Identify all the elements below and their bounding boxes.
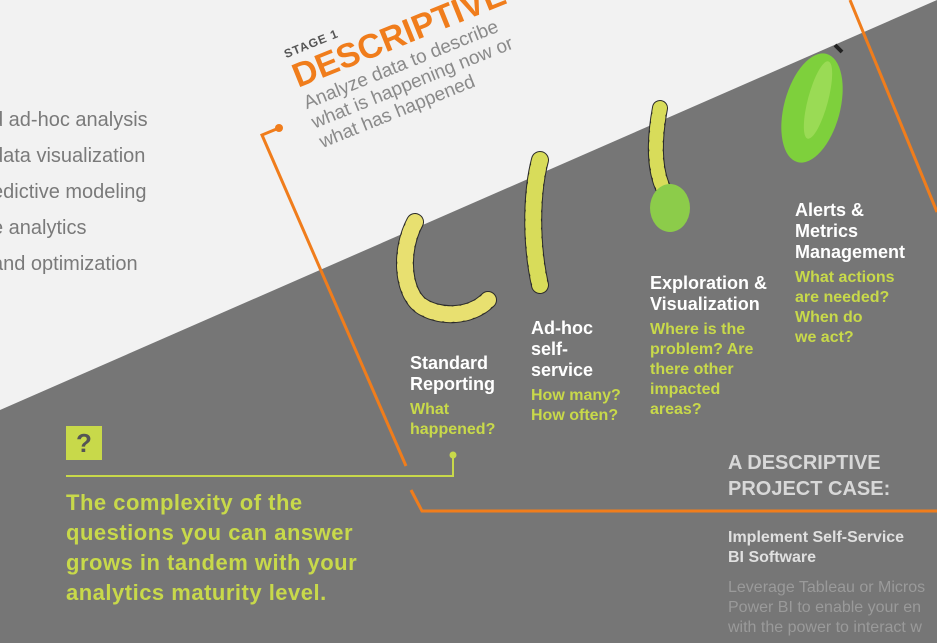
- chrysalis-stage-3-icon: [647, 100, 690, 232]
- case-subtitle-line: Implement Self-Service: [728, 529, 905, 546]
- column-title-line: Standard: [410, 353, 489, 373]
- column-title-line: Management: [795, 242, 906, 262]
- complexity-connector-dot: [449, 451, 457, 459]
- left-list-item: and optimization: [0, 253, 138, 275]
- complexity-line: questions you can answer: [66, 520, 354, 545]
- case-title-line: A DESCRIPTIVE: [728, 452, 881, 474]
- column-title: Ad-hoc self- service: [531, 318, 621, 381]
- column-alerts: Alerts & Metrics Management What actions…: [795, 200, 905, 348]
- case-body: Leverage Tableau or Micros Power BI to e…: [728, 578, 925, 638]
- complexity-line: analytics maturity level.: [66, 580, 327, 605]
- column-question: Where is the problem? Are there other im…: [650, 320, 767, 420]
- column-exploration: Exploration & Visualization Where is the…: [650, 273, 767, 420]
- column-title-line: Ad-hoc: [531, 318, 593, 338]
- case-title-line: PROJECT CASE:: [728, 478, 891, 500]
- chrysalis-stage-4-icon: [781, 43, 844, 163]
- column-question: How many? How often?: [531, 386, 621, 426]
- left-list-item: data visualization: [0, 145, 146, 167]
- column-question: What actions are needed? When do we act?: [795, 268, 905, 348]
- case-body-line: with the power to interact w: [728, 619, 922, 636]
- column-question-line: How often?: [531, 407, 619, 424]
- column-question: What happened?: [410, 400, 495, 440]
- left-list-item: d ad-hoc analysis: [0, 109, 148, 131]
- column-title-line: self-: [531, 339, 569, 359]
- column-question-line: are needed?: [795, 289, 890, 306]
- column-question-line: What: [410, 401, 450, 418]
- column-title-line: service: [531, 360, 594, 380]
- column-title: Standard Reporting: [410, 353, 495, 395]
- column-question-line: impacted: [650, 381, 721, 398]
- column-question-line: we act?: [795, 329, 854, 346]
- column-question-line: areas?: [650, 401, 702, 418]
- column-question-line: When do: [795, 309, 863, 326]
- stage-bracket-line: [260, 126, 408, 467]
- case-subtitle-line: BI Software: [728, 549, 817, 566]
- column-title-line: Exploration &: [650, 273, 768, 293]
- complexity-statement: The complexity of the questions you can …: [66, 488, 396, 608]
- column-title-line: Visualization: [650, 294, 760, 314]
- column-title-line: Metrics: [795, 221, 859, 241]
- stage-top-right-line: [848, 0, 937, 213]
- stage-bottom-line: [409, 489, 937, 513]
- question-icon: ?: [66, 426, 102, 460]
- case-title: A DESCRIPTIVE PROJECT CASE:: [728, 450, 890, 502]
- column-question-line: What actions: [795, 269, 895, 286]
- column-title: Exploration & Visualization: [650, 273, 767, 315]
- column-title: Alerts & Metrics Management: [795, 200, 905, 263]
- column-standard-reporting: Standard Reporting What happened?: [410, 353, 495, 440]
- case-body-line: Leverage Tableau or Micros: [728, 579, 926, 596]
- column-title-line: Alerts &: [795, 200, 865, 220]
- left-list-item: edictive modeling: [0, 181, 147, 203]
- complexity-line: The complexity of the: [66, 490, 303, 515]
- column-title-line: Reporting: [410, 374, 495, 394]
- chrysalis-stage-2-icon: [524, 151, 549, 294]
- column-question-line: How many?: [531, 387, 621, 404]
- column-question-line: problem? Are: [650, 341, 754, 358]
- column-question-line: there other: [650, 361, 734, 378]
- column-ad-hoc: Ad-hoc self- service How many? How often…: [531, 318, 621, 426]
- case-subtitle: Implement Self-Service BI Software: [728, 528, 904, 568]
- left-capability-list: d ad-hoc analysis data visualization edi…: [0, 102, 192, 282]
- complexity-connector: [66, 455, 454, 477]
- chrysalis-stage-1-icon: [396, 213, 497, 324]
- case-body-line: Power BI to enable your en: [728, 599, 922, 616]
- complexity-line: grows in tandem with your: [66, 550, 358, 575]
- stage-bracket-dot: [275, 124, 283, 132]
- column-question-line: Where is the: [650, 321, 746, 338]
- column-question-line: happened?: [410, 421, 496, 438]
- left-list-item: e analytics: [0, 217, 87, 239]
